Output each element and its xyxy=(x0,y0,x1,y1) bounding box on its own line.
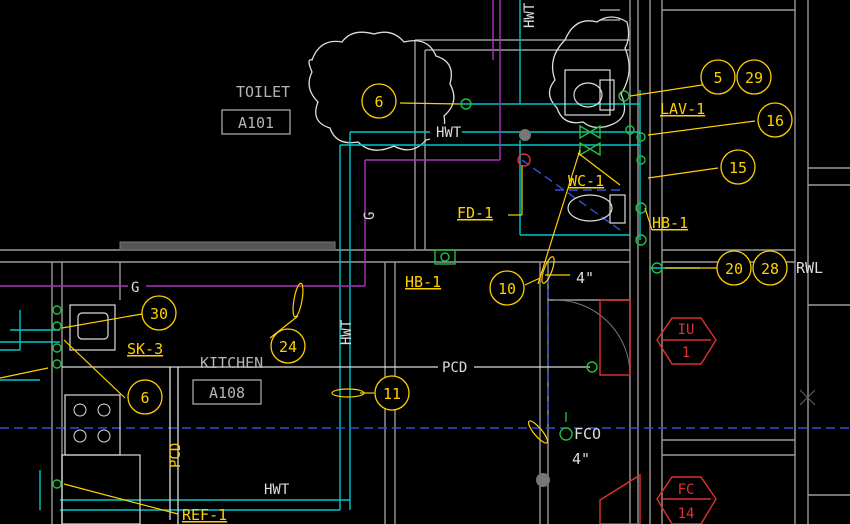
label-drain-size: 4" xyxy=(576,269,594,287)
pcd-piping xyxy=(62,366,590,524)
label-hwt-bottom: HWT xyxy=(264,482,290,498)
counter-ledge xyxy=(119,241,336,251)
fixture-labels: LAV-1 WC-1 FD-1 HB-1 HB-1 SK-3 REF-1 RWL… xyxy=(127,100,823,524)
keynote-10: 10 xyxy=(498,280,516,298)
fc-number: 14 xyxy=(678,506,695,522)
pipe-labels: HWT HWT G PCD HWT G PCD HWT xyxy=(128,2,538,498)
keynote-11: 11 xyxy=(383,385,401,403)
keynote-16: 16 xyxy=(766,112,784,130)
iu-label: IU xyxy=(678,322,695,338)
fixtures xyxy=(61,69,631,524)
label-fd-1: FD-1 xyxy=(457,204,493,222)
keynote-28: 28 xyxy=(761,260,779,278)
keynote-20: 20 xyxy=(725,260,743,278)
keynote-30: 30 xyxy=(150,305,168,323)
label-rwl: RWL xyxy=(796,259,823,277)
room-labels: TOILET A101 KITCHEN A108 xyxy=(192,83,291,405)
keynote-15: 15 xyxy=(729,159,747,177)
label-fco-size: 4" xyxy=(572,450,590,468)
equipment-tags xyxy=(599,317,717,524)
keynote-circles xyxy=(127,59,793,415)
label-fco: FCO xyxy=(574,425,601,443)
room-name-toilet: TOILET xyxy=(236,83,290,101)
label-hb-1-right: HB-1 xyxy=(652,214,688,232)
room-tag-box-kitchen xyxy=(192,379,262,405)
label-wc-1: WC-1 xyxy=(568,172,604,190)
connection-symbols xyxy=(52,90,663,489)
label-gas-horizontal: G xyxy=(131,280,139,296)
label-hwt-top: HWT xyxy=(436,125,462,141)
revision-cloud-right xyxy=(548,16,630,129)
label-hb-1-lower: HB-1 xyxy=(405,273,441,291)
leader-lines xyxy=(0,79,756,515)
gas-piping xyxy=(0,0,501,287)
hb-leader xyxy=(644,207,653,231)
label-pcd-horizontal: PCD xyxy=(442,360,467,376)
equipment-labels: IU 1 FC 14 xyxy=(678,322,695,522)
fc-label: FC xyxy=(678,482,695,498)
keynote-5: 5 xyxy=(713,69,722,87)
wc-leader xyxy=(577,152,621,186)
room-tag-box-toilet xyxy=(221,109,291,135)
keynote-6-top: 6 xyxy=(374,93,383,111)
iu-number: 1 xyxy=(682,345,690,361)
label-lav-1: LAV-1 xyxy=(660,100,705,118)
label-sk-3: SK-3 xyxy=(127,340,163,358)
label-hwt-riser: HWT xyxy=(522,2,538,28)
wall-cross xyxy=(799,389,816,406)
pipe-size-ovals xyxy=(292,256,555,444)
room-tag-kitchen: A108 xyxy=(209,384,245,402)
keynote-29: 29 xyxy=(745,69,763,87)
keynote-6-bottom: 6 xyxy=(140,389,149,407)
keynote-24: 24 xyxy=(279,338,297,356)
label-hwt-vertical: HWT xyxy=(339,319,355,345)
keynote-numbers: 6 5 29 16 15 20 28 10 30 24 6 11 xyxy=(140,69,784,407)
label-gas-vertical: G xyxy=(362,212,378,220)
room-tag-toilet: A101 xyxy=(238,114,274,132)
label-pcd-vertical: PCD xyxy=(168,443,184,468)
room-name-kitchen: KITCHEN xyxy=(200,354,263,372)
label-ref-1: REF-1 xyxy=(182,506,227,524)
